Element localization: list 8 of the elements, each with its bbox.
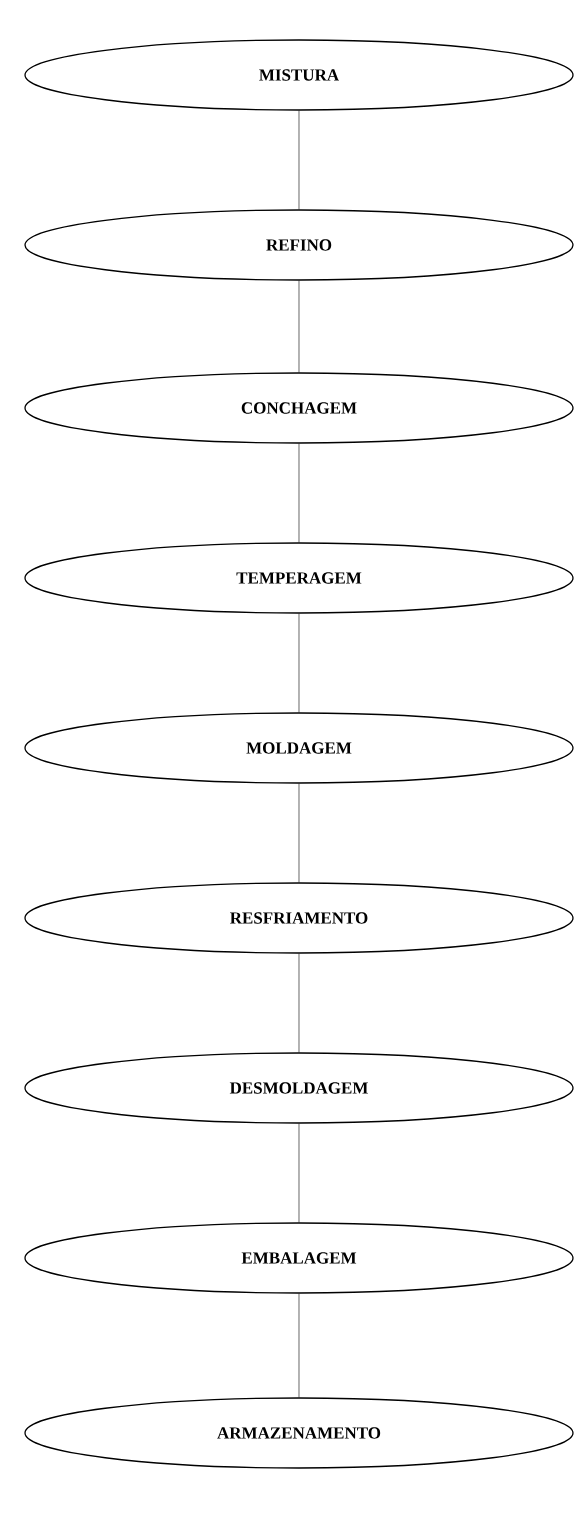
connector-line <box>298 280 300 373</box>
connector-line <box>298 613 300 713</box>
connector-line <box>298 1123 300 1223</box>
connector-line <box>298 110 300 210</box>
connector-line <box>298 783 300 883</box>
connector-line <box>298 953 300 1053</box>
connector-line <box>298 1293 300 1398</box>
connector-line <box>298 443 300 543</box>
